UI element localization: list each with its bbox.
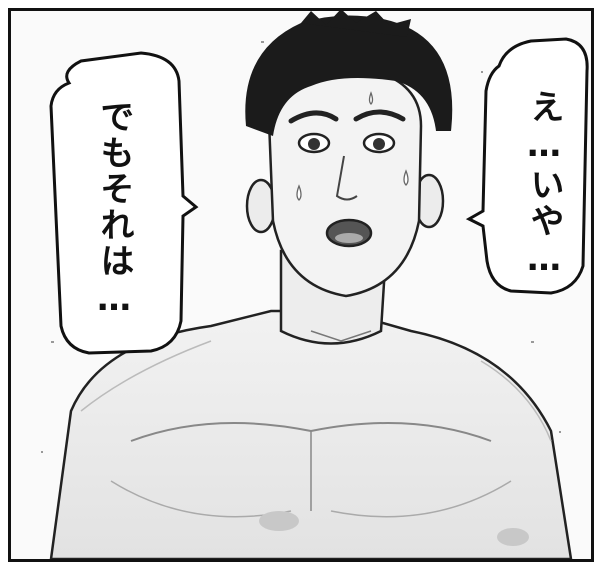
manga-panel: でもそれは… え…いや… (8, 8, 594, 562)
speech-bubble-right-text: え…いや… (524, 89, 564, 281)
character-illustration (41, 11, 573, 559)
speech-bubble-left-text: でもそれは… (94, 99, 134, 321)
